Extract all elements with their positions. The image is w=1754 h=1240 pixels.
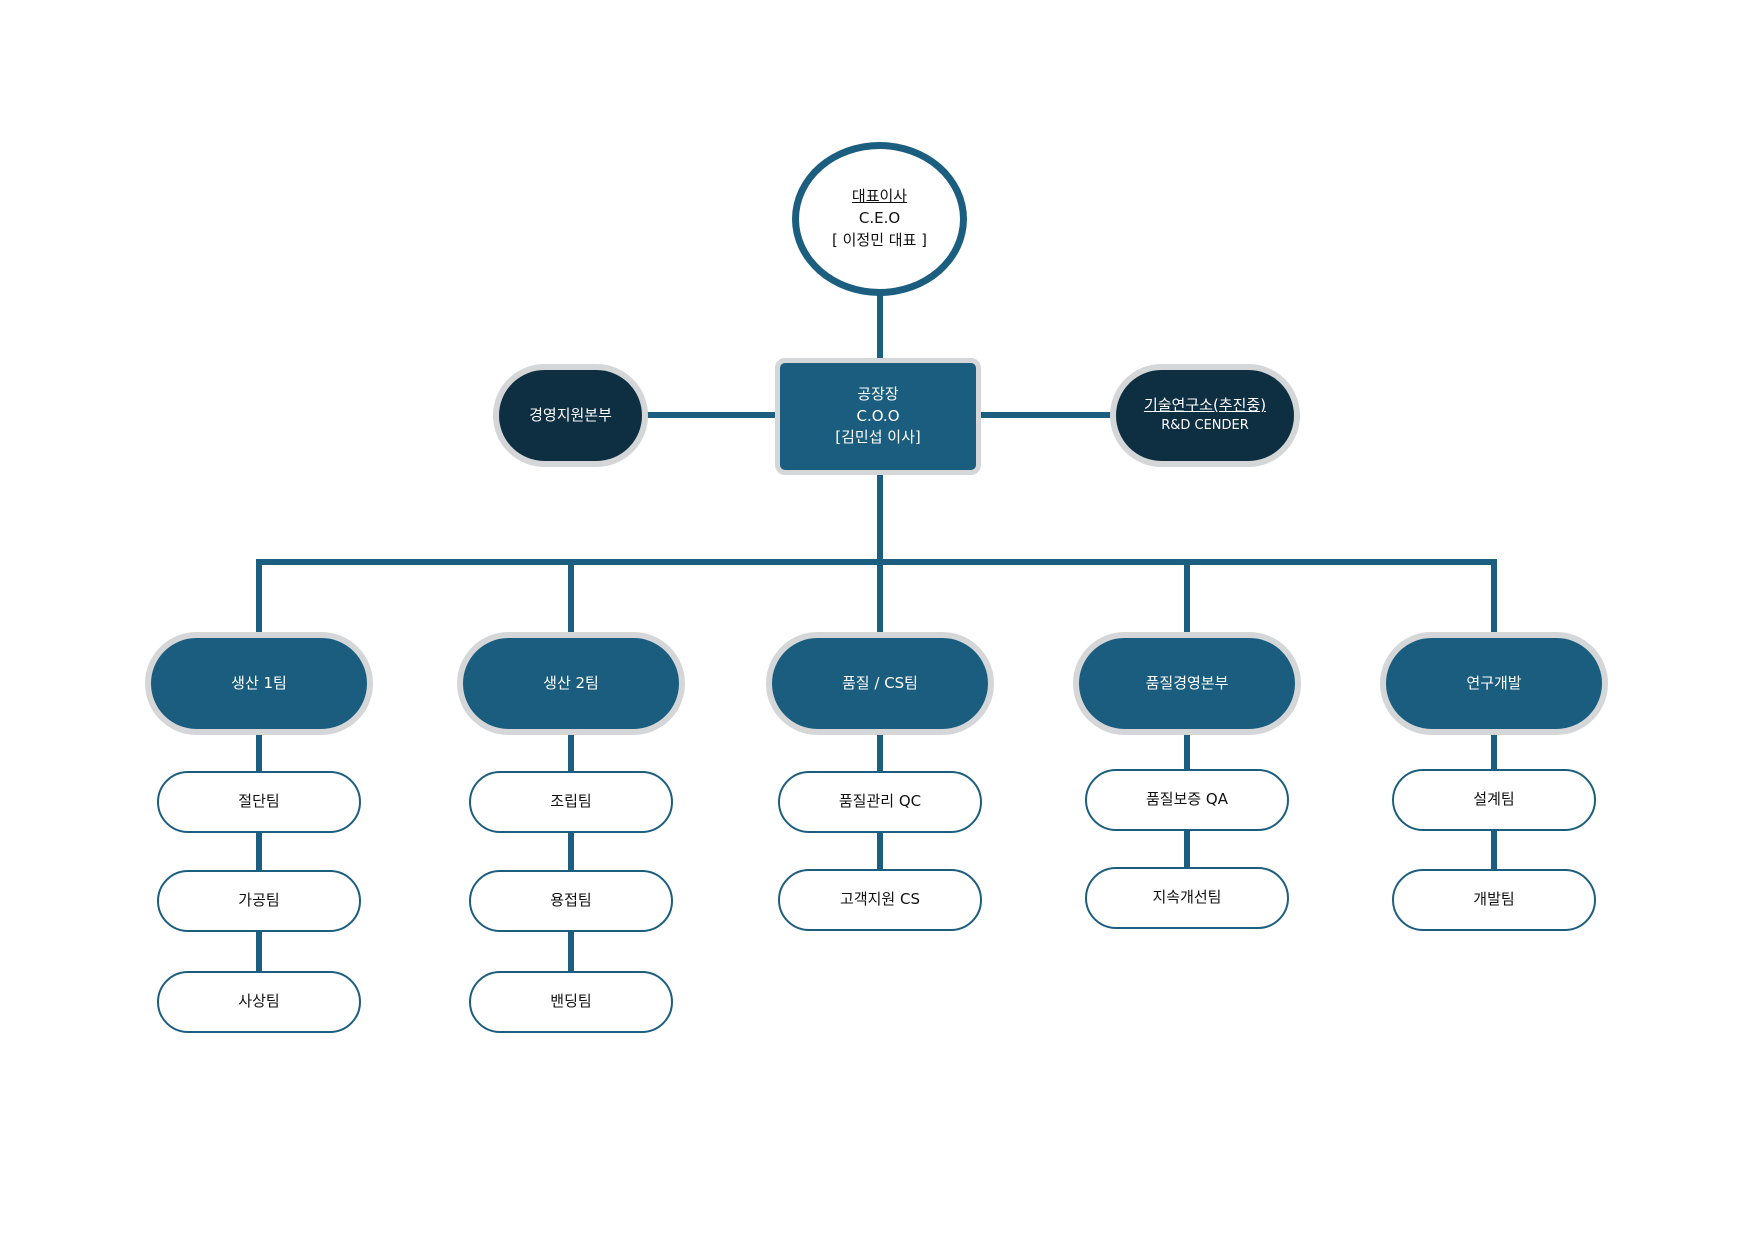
connector-dept-1-teams: [256, 733, 262, 973]
team-label: 지속개선팀: [1152, 888, 1222, 907]
team-label: 용접팀: [550, 891, 592, 910]
team-label: 조립팀: [550, 792, 592, 811]
team-node: 개발팀: [1392, 869, 1596, 931]
dept-production-1: 생산 1팀: [145, 632, 373, 735]
dept-rnd: 연구개발: [1380, 632, 1608, 735]
team-node: 품질관리 QC: [778, 771, 982, 833]
team-node: 사상팀: [157, 971, 361, 1033]
team-label: 가공팀: [238, 891, 280, 910]
team-node: 용접팀: [469, 870, 673, 932]
dept-quality-management: 품질경영본부: [1073, 632, 1301, 735]
dept-production-2: 생산 2팀: [457, 632, 685, 735]
coo-node: 공장장 C.O.O [김민섭 이사]: [775, 358, 981, 475]
coo-title: 공장장: [857, 384, 899, 403]
team-label: 밴딩팀: [550, 992, 592, 1011]
team-label: 개발팀: [1473, 890, 1515, 909]
ceo-title: 대표이사: [851, 187, 908, 206]
team-node: 조립팀: [469, 771, 673, 833]
connector-coo-right: [979, 412, 1112, 418]
dept-label: 품질 / CS팀: [842, 673, 918, 692]
dept-label: 생산 1팀: [231, 673, 287, 692]
ceo-role: C.E.O: [858, 209, 901, 228]
team-label: 사상팀: [238, 992, 280, 1011]
connector-bus: [256, 559, 1497, 565]
dept-label: 연구개발: [1466, 673, 1522, 692]
team-node: 밴딩팀: [469, 971, 673, 1033]
connector-bus-dept-4: [1184, 559, 1190, 634]
connector-coo-left: [646, 412, 777, 418]
team-node: 지속개선팀: [1085, 867, 1289, 929]
connector-coo-bus: [877, 473, 883, 562]
connector-dept-2-teams: [568, 733, 574, 973]
connector-bus-dept-2: [568, 559, 574, 634]
rnd-center-label: 기술연구소(추진중): [1143, 396, 1267, 415]
rnd-center-node: 기술연구소(추진중) R&D CENDER: [1110, 364, 1300, 467]
management-support-label: 경영지원본부: [529, 405, 612, 424]
ceo-name: [ 이정민 대표 ]: [831, 230, 927, 249]
dept-label: 생산 2팀: [543, 673, 599, 692]
connector-bus-dept-1: [256, 559, 262, 634]
team-label: 품질관리 QC: [838, 792, 922, 811]
team-node: 품질보증 QA: [1085, 769, 1289, 831]
team-label: 설계팀: [1473, 790, 1515, 809]
team-label: 고객지원 CS: [840, 890, 920, 909]
connector-ceo-coo: [877, 294, 883, 360]
management-support-node: 경영지원본부: [493, 364, 648, 467]
dept-label: 품질경영본부: [1145, 673, 1229, 692]
team-node: 설계팀: [1392, 769, 1596, 831]
connector-bus-dept-5: [1491, 559, 1497, 634]
rnd-center-sub: R&D CENDER: [1161, 417, 1249, 433]
coo-name: [김민섭 이사]: [835, 428, 921, 447]
ceo-node: 대표이사 C.E.O [ 이정민 대표 ]: [792, 142, 967, 296]
team-node: 가공팀: [157, 870, 361, 932]
team-label: 절단팀: [238, 792, 280, 811]
connector-bus-dept-3: [877, 559, 883, 634]
coo-role: C.O.O: [856, 406, 900, 425]
team-node: 절단팀: [157, 771, 361, 833]
team-node: 고객지원 CS: [778, 869, 982, 931]
team-label: 품질보증 QA: [1145, 790, 1229, 809]
dept-quality-cs: 품질 / CS팀: [766, 632, 994, 735]
